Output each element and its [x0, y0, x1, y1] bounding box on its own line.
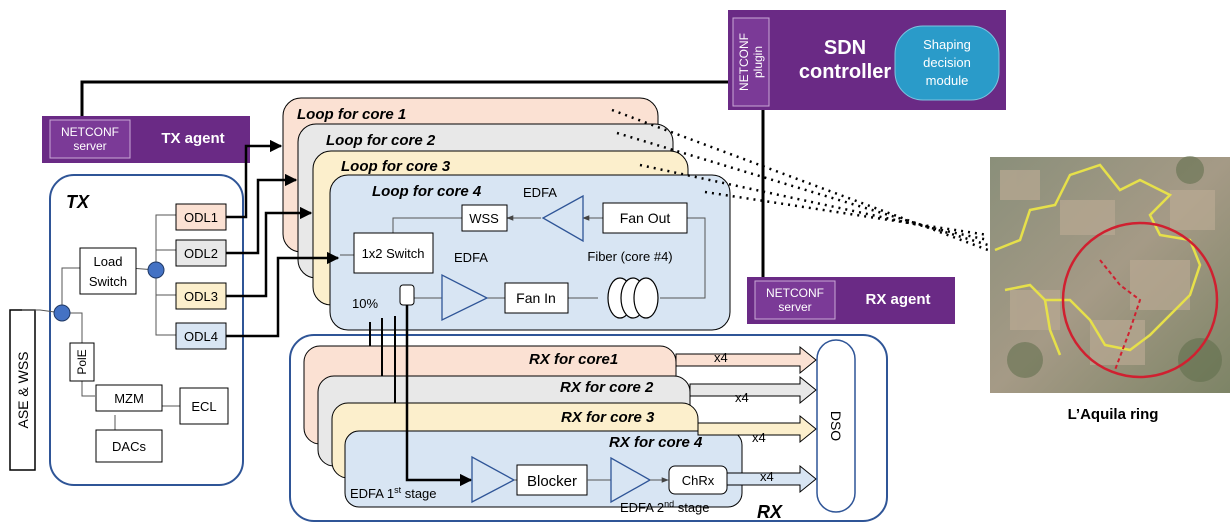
mzm-box — [95, 384, 163, 412]
rx-title-3: RX for core 3 — [561, 409, 655, 426]
dso-box — [816, 339, 856, 513]
sdn-controller: NETCONF plugin SDN controller Shaping de… — [728, 10, 1006, 110]
sdn-title-2: controller — [799, 61, 891, 83]
loop-title-1: Loop for core 1 — [297, 106, 406, 123]
rx-netconf-label: NETCONF — [766, 286, 824, 300]
blocker-box — [516, 464, 588, 496]
dacs-box — [95, 429, 163, 463]
rx-block: RX RX for core1 RX for core 2 RX for cor… — [289, 305, 888, 522]
ase-wss-label: ASE & WSS — [15, 351, 31, 428]
shaping-decision-module — [894, 25, 1000, 101]
switch-label: 1x2 Switch — [362, 246, 425, 261]
module-label-1: Shaping — [923, 37, 971, 52]
rx-edfa2-amplifier — [610, 456, 652, 504]
tap-label: 10% — [352, 296, 378, 311]
x4-label-1: x4 — [714, 350, 728, 365]
chrx-label: ChRx — [682, 473, 715, 488]
ase-wss-box — [9, 309, 36, 471]
tap-coupler — [399, 284, 415, 306]
netconf-plugin-label-2: plugin — [751, 46, 765, 78]
odl-connections — [226, 139, 340, 338]
netconf-plugin-label: NETCONF — [737, 33, 751, 91]
map-links — [611, 108, 989, 252]
tx-block: TX ASE & WSS Load Switch PolE MZM ECL — [9, 174, 244, 486]
dacs-label: DACs — [112, 439, 146, 454]
edfa-top-amplifier — [541, 194, 584, 243]
fiber-spool-icon — [607, 277, 659, 319]
loop-title-3: Loop for core 3 — [341, 158, 451, 175]
edfa-mid-label: EDFA — [454, 250, 488, 265]
odl4-label: ODL4 — [184, 329, 218, 344]
odl1-box — [175, 203, 227, 231]
load-switch-label-2: Switch — [89, 274, 127, 289]
odl1-label: ODL1 — [184, 210, 218, 225]
x4-label-2: x4 — [735, 390, 749, 405]
fan-out-label: Fan Out — [620, 210, 671, 226]
module-label-2: decision — [923, 55, 971, 70]
tx-coupler-1 — [53, 304, 71, 322]
tx-coupler-2 — [147, 261, 165, 279]
loop-title-4: Loop for core 4 — [372, 183, 482, 200]
tx-agent-label: TX agent — [161, 130, 224, 147]
wss-box — [461, 204, 508, 232]
pole-label: PolE — [75, 349, 89, 374]
map-red-ring — [1061, 221, 1219, 379]
load-switch-box — [79, 247, 137, 295]
mzm-label: MZM — [114, 391, 144, 406]
pole-box — [69, 342, 95, 382]
x4-arrows — [675, 345, 817, 494]
odl2-box — [175, 239, 227, 267]
fan-out-box — [602, 202, 688, 234]
rx-title-4: RX for core 4 — [609, 434, 703, 451]
odl3-label: ODL3 — [184, 289, 218, 304]
rx-server-label: server — [778, 300, 811, 314]
tx-netconf-label: NETCONF — [61, 125, 119, 139]
edfa1-stage-label: EDFA 1st stage — [350, 485, 437, 501]
control-lines — [80, 80, 765, 287]
ecl-label: ECL — [191, 399, 216, 414]
rx-title-1: RX for core1 — [529, 351, 618, 368]
rx-agent: NETCONF server RX agent — [747, 277, 955, 324]
load-switch-label-1: Load — [94, 254, 123, 269]
dso-label: DSO — [828, 411, 844, 441]
edfa2-stage-label: EDFA 2nd stage — [620, 499, 710, 515]
ecl-box — [179, 387, 229, 425]
laquila-map: L’Aquila ring — [990, 156, 1230, 423]
switch-box — [353, 232, 434, 274]
module-label-3: module — [926, 73, 969, 88]
edfa-mid-amplifier — [441, 273, 489, 322]
x4-label-4: x4 — [760, 469, 774, 484]
map-caption: L’Aquila ring — [1068, 406, 1159, 423]
sdn-title: SDN — [824, 37, 866, 59]
tx-label: TX — [66, 192, 90, 212]
tx-agent: NETCONF server TX agent — [42, 116, 250, 163]
x4-label-3: x4 — [752, 430, 766, 445]
odl2-label: ODL2 — [184, 246, 218, 261]
fan-in-box — [504, 282, 569, 314]
rx-edfa1-amplifier — [471, 455, 516, 504]
loop-cards: Loop for core 1 Loop for core 2 Loop for… — [282, 97, 731, 331]
wss-label: WSS — [469, 211, 499, 226]
edfa-top-label: EDFA — [523, 185, 557, 200]
fiber-label: Fiber (core #4) — [587, 249, 672, 264]
loop-title-2: Loop for core 2 — [326, 132, 436, 149]
blocker-label: Blocker — [527, 473, 577, 490]
tx-server-label: server — [73, 139, 106, 153]
rx-agent-label: RX agent — [865, 291, 930, 308]
fan-in-label: Fan In — [516, 290, 556, 306]
rx-label: RX — [757, 502, 783, 522]
tap-to-rx-line — [405, 305, 473, 487]
rx-title-2: RX for core 2 — [560, 379, 654, 396]
